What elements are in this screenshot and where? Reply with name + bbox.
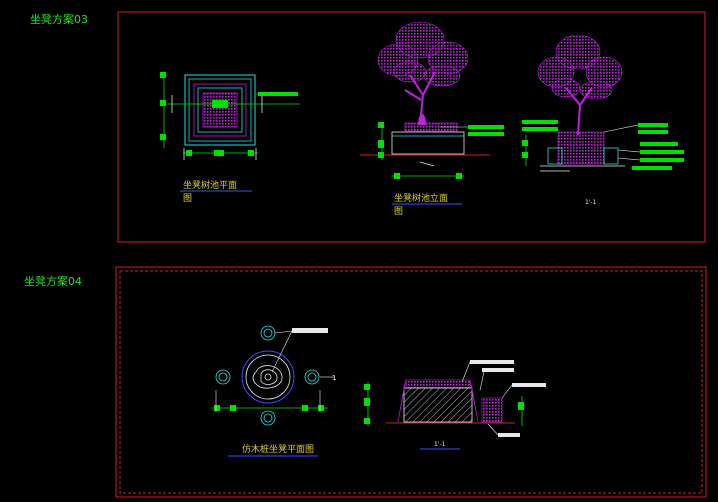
scheme04-plan-view — [212, 325, 334, 426]
scheme04-section-caption: 1'-1 — [434, 441, 446, 448]
scheme04-plan-caption: 仿木桩坐凳平面图 — [242, 443, 314, 455]
scheme03-plan-view — [160, 72, 300, 160]
scheme04-section-view — [364, 360, 546, 437]
scheme04-frame-inner — [119, 270, 703, 494]
scheme04-marker: 1 — [332, 374, 336, 382]
scheme04-title: 坐凳方案04 — [24, 274, 82, 288]
scheme03-section-view — [522, 34, 684, 172]
scheme03-frame — [117, 11, 706, 243]
scheme03-elevation-caption-1: 坐凳树池立面 — [394, 192, 448, 204]
scheme03-title: 坐凳方案03 — [30, 12, 88, 26]
scheme03-elevation-caption-2: 图 — [394, 206, 403, 217]
scheme03-section-caption: 1'-1 — [585, 199, 597, 206]
scheme03-elevation-view — [360, 21, 504, 179]
scheme03-plan-caption-1: 坐凳树池平面 — [183, 179, 237, 191]
scheme04-frame-outer — [115, 266, 707, 498]
scheme03-plan-caption-2: 图 — [183, 193, 192, 204]
